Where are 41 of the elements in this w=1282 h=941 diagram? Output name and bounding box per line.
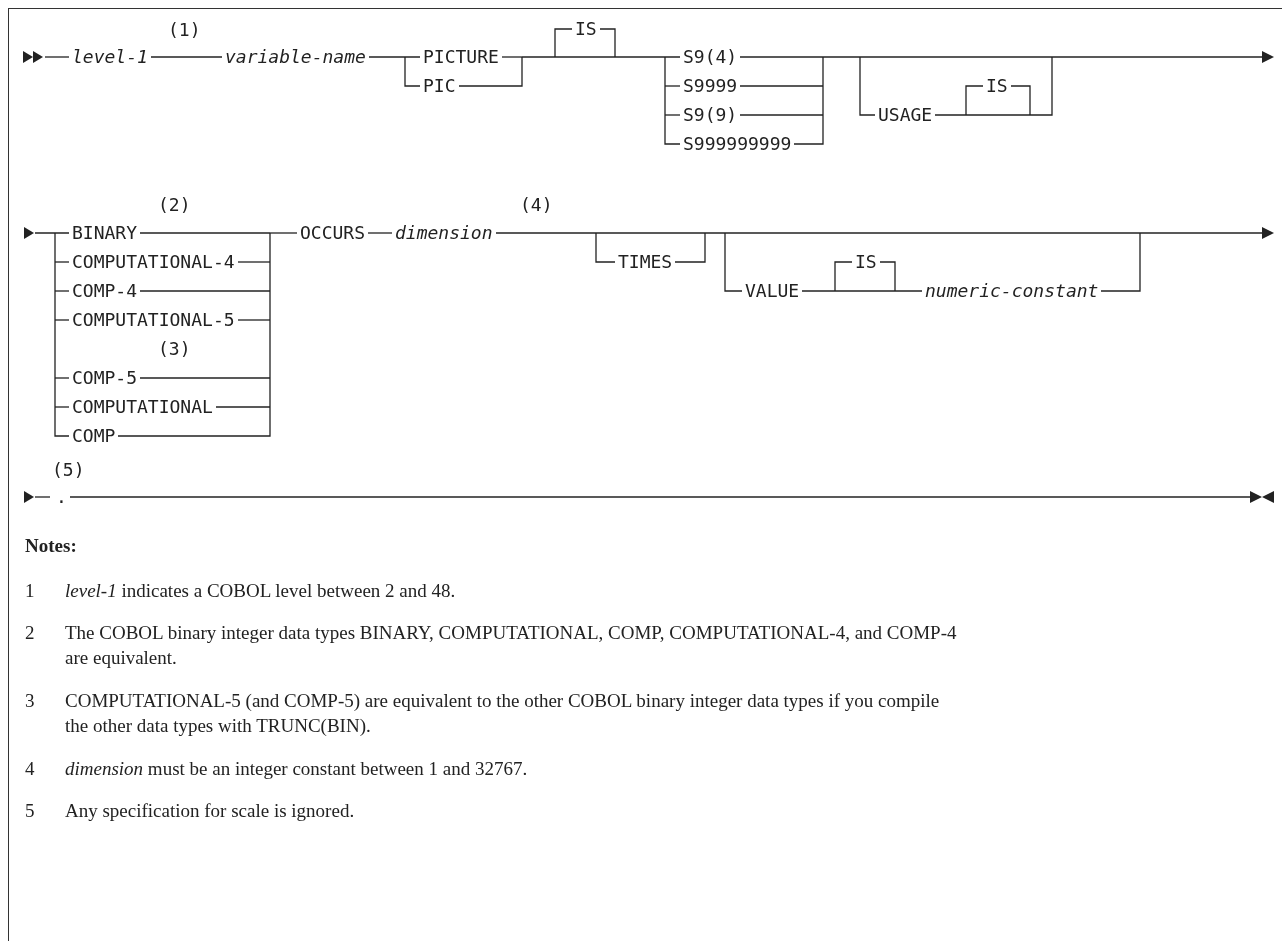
- keyword-label: COMPUTATIONAL: [72, 396, 213, 418]
- notes-heading: Notes:: [25, 534, 77, 558]
- note-text: dimension must be an integer constant between 1 and 32767.: [65, 757, 529, 781]
- keyword-label: COMPUTATIONAL-5: [72, 309, 235, 331]
- keyword-label: S9(9): [683, 104, 738, 126]
- footnote-ref: (1): [168, 19, 201, 41]
- note-number: 3: [25, 689, 35, 713]
- terminator-dot: .: [56, 486, 67, 508]
- variable-label: numeric-constant: [925, 280, 1099, 302]
- note-text: Any specification for scale is ignored.: [65, 799, 356, 823]
- keyword-label: USAGE: [878, 104, 933, 126]
- note-text: COMPUTATIONAL-5 (and COMP-5) are equivalent to the other COBOL binary integer data types if you compile the other data types with TRUNC(BIN).: [65, 689, 941, 738]
- keyword-label: TIMES: [618, 251, 673, 273]
- keyword-label: BINARY: [72, 222, 138, 244]
- keyword-label: VALUE: [745, 280, 800, 302]
- keyword-label: COMP-5: [72, 367, 138, 389]
- footnote-ref: (2): [158, 194, 191, 216]
- keyword-label: COMP: [72, 425, 116, 447]
- variable-label: dimension: [395, 222, 493, 244]
- note-text: The COBOL binary integer data types BINARY, COMPUTATIONAL, COMP, COMPUTATIONAL-4, and COMP-4 are equivalent.: [65, 621, 958, 670]
- keyword-label: OCCURS: [300, 222, 366, 244]
- keyword-label: COMPUTATIONAL-4: [72, 251, 235, 273]
- note-number: 4: [25, 757, 35, 781]
- keyword-label: PIC: [423, 75, 456, 97]
- variable-label: level-1: [72, 46, 148, 68]
- keyword-label: S9(4): [683, 46, 738, 68]
- keyword-label: COMP-4: [72, 280, 138, 302]
- footnote-ref: (5): [52, 459, 85, 481]
- footnote-ref: (3): [158, 338, 191, 360]
- variable-label: variable-name: [225, 46, 366, 68]
- keyword-label: S9999: [683, 75, 738, 97]
- keyword-label: IS: [855, 251, 877, 273]
- note-number: 5: [25, 799, 35, 823]
- note-number: 2: [25, 621, 35, 645]
- keyword-label: IS: [575, 18, 597, 40]
- note-number: 1: [25, 579, 35, 603]
- note-text: level-1 indicates a COBOL level between 2 and 48.: [65, 579, 457, 603]
- footnote-ref: (4): [520, 194, 553, 216]
- keyword-label: S999999999: [683, 133, 792, 155]
- keyword-label: PICTURE: [423, 46, 499, 68]
- keyword-label: IS: [986, 75, 1008, 97]
